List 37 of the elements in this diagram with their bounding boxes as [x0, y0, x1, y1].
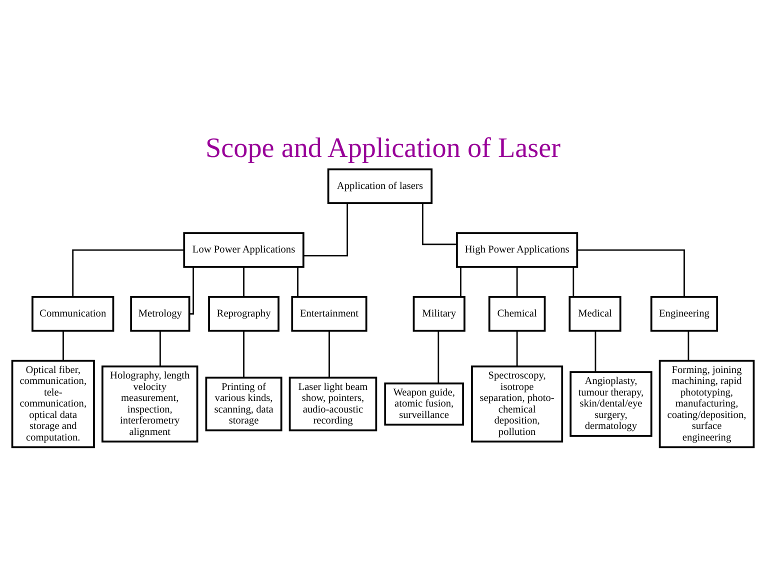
- connector: [572, 267, 574, 297]
- connector: [460, 267, 462, 297]
- node-box: Laser light beam show, pointers, audio-acoustic recording: [288, 376, 378, 432]
- connector: [516, 330, 518, 366]
- diagram-title: Scope and Application of Laser: [206, 133, 560, 164]
- node-box: Printing of various kinds, scanning, data storage: [205, 376, 282, 432]
- connector: [688, 330, 690, 361]
- node-box: Spectroscopy, isotrope separation, photo-chemical deposition, pollution: [471, 366, 564, 443]
- connector: [243, 330, 244, 378]
- connector: [516, 267, 518, 297]
- node-box: Engineering: [650, 296, 718, 332]
- node-box: Military: [412, 296, 466, 332]
- node-box: Medical: [568, 296, 622, 332]
- node-box: Weapon guide, atomic fusion, surveillance: [384, 382, 464, 426]
- connector: [62, 330, 64, 361]
- node-box: High Power Applications: [456, 232, 578, 268]
- node-box: Low Power Applications: [183, 232, 304, 268]
- node-box: Reprography: [208, 296, 280, 332]
- node-box: Holography, length velocity measurement, inspection, interferometry alignment: [102, 366, 198, 443]
- node-box: Application of lasers: [327, 168, 433, 204]
- connector: [243, 267, 244, 297]
- connector: [422, 203, 457, 246]
- node-box: Communication: [32, 296, 114, 332]
- node-box: Metrology: [130, 296, 190, 332]
- connector: [159, 330, 161, 366]
- node-box: Angioplasty, tumour therapy, skin/dental/eye surgery, dermatology: [570, 371, 652, 437]
- connector: [577, 249, 685, 297]
- node-box: Optical fiber, communication, tele-communication, optical data storage and computation.: [11, 360, 95, 448]
- connector: [304, 203, 348, 256]
- connector: [297, 267, 298, 297]
- node-box: Chemical: [488, 296, 546, 332]
- connector: [438, 330, 440, 384]
- connector: [328, 330, 330, 378]
- node-box: Forming, joining machining, rapid phototyping, manufacturing, coating/deposition, surface engineering: [658, 360, 755, 448]
- connector: [594, 330, 596, 372]
- node-box: Entertainment: [291, 296, 368, 332]
- connector: [72, 249, 184, 297]
